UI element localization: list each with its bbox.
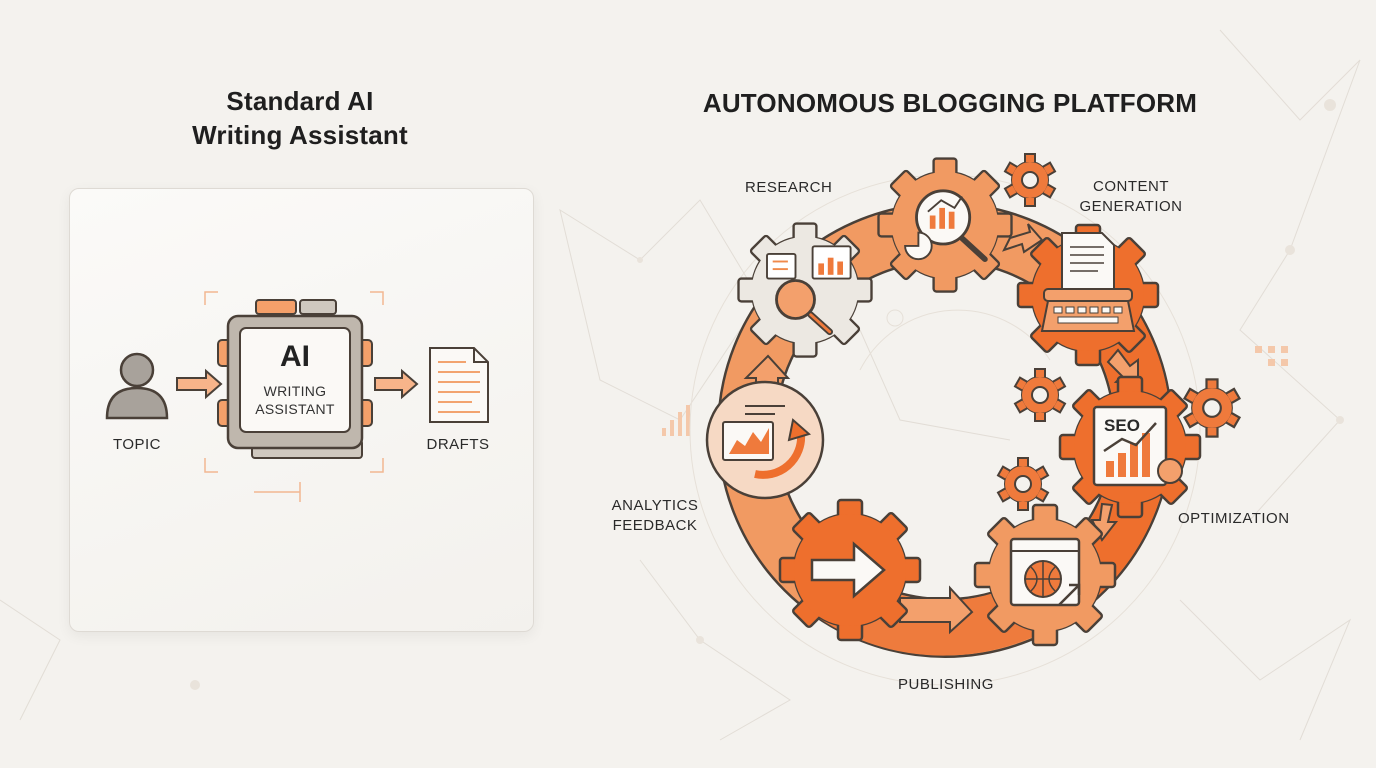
analytics-label-line1: ANALYTICS	[611, 497, 699, 514]
drafts-label: DRAFTS	[426, 436, 490, 453]
stage-label-content-generation: CONTENT GENERATION	[1076, 177, 1186, 217]
chip-frame-marks	[204, 291, 384, 502]
stage-label-analytics-feedback: ANALYTICS FEEDBACK	[605, 496, 705, 536]
gear-icon	[1183, 378, 1241, 438]
gear-icon	[996, 457, 1050, 511]
left-panel-title: Standard AI Writing Assistant	[150, 84, 450, 152]
chip-label-line2: ASSISTANT	[255, 401, 335, 417]
publishing-gear	[973, 503, 1117, 647]
globe-window-icon	[1009, 537, 1081, 607]
arrow-right-icon	[810, 541, 886, 599]
content-generation-gear	[1016, 223, 1160, 367]
right-panel-title: AUTONOMOUS BLOGGING PLATFORM	[702, 88, 1198, 118]
stage-label-optimization: OPTIMIZATION	[1178, 510, 1290, 527]
research-gear	[737, 222, 873, 358]
cycle-arrows	[743, 223, 1139, 635]
analytics-chart-icon	[722, 405, 812, 479]
chip-title: AI	[280, 340, 310, 373]
stage-label-research: RESEARCH	[745, 179, 833, 196]
chip-label: WRITING ASSISTANT	[238, 382, 352, 418]
document-icon	[429, 347, 489, 423]
topic-label: TOPIC	[112, 436, 162, 453]
content-label-line1: CONTENT	[1093, 178, 1169, 195]
content-label-line2: GENERATION	[1079, 198, 1183, 215]
stage-label-publishing: PUBLISHING	[898, 676, 994, 693]
left-title-line1: Standard AI	[226, 86, 374, 116]
typewriter-icon	[1040, 232, 1136, 332]
arrow-right-icon	[899, 585, 974, 635]
analytics-feedback-node	[705, 380, 825, 500]
analysis-gear	[877, 157, 1013, 293]
arrow-right-icon	[1002, 223, 1044, 254]
publish-arrow-gear	[778, 498, 922, 642]
magnifier-icon	[904, 189, 988, 263]
seo-text: SEO	[1104, 416, 1140, 435]
left-title-line2: Writing Assistant	[192, 120, 408, 150]
chip-label-line1: WRITING	[263, 383, 327, 399]
optimization-gear: SEO	[1058, 375, 1202, 519]
gear-icon	[1013, 368, 1067, 422]
analytics-label-line2: FEEDBACK	[612, 517, 698, 534]
user-icon	[105, 352, 169, 420]
seo-chart-icon	[1092, 405, 1183, 487]
arrow-right-icon	[176, 368, 223, 400]
gear-icon	[1003, 153, 1057, 207]
chip-icon	[217, 299, 373, 459]
magnifier-icon	[766, 245, 852, 336]
arrow-right-icon	[374, 368, 419, 400]
